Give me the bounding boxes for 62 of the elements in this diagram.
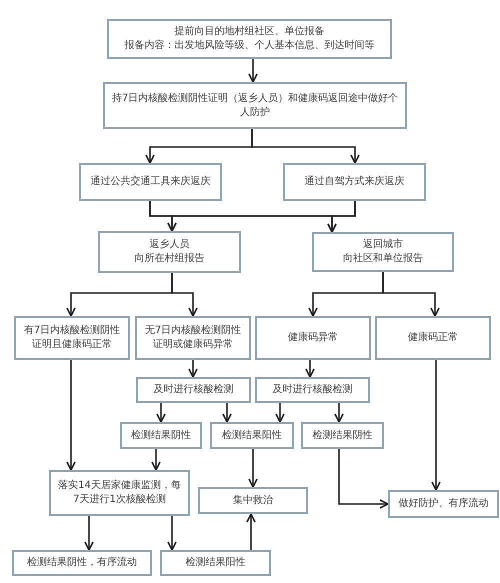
box-text: 及时进行核酸检测 [154,383,234,397]
arrow [248,59,258,83]
arrow [151,449,161,471]
arrow [334,403,344,423]
box-text: 落实14天居家健康监测，每7天进行1次核酸检测 [57,479,182,507]
arrow [66,360,76,471]
box-text: 返回城市 [363,238,403,252]
box-text: 通过公共交通工具来庆返庆 [90,175,210,189]
box-text: 返乡人员 [150,238,190,252]
box-text: 检测结果阴性，有序流动 [27,556,137,570]
box-text: 做好防护、有序流动 [398,497,488,511]
arrow [382,272,440,317]
arrow [171,273,198,317]
process-box [301,422,384,449]
arrow [305,360,315,378]
arrow [275,403,285,423]
arrow [188,360,198,378]
box-text: 检测结果阳性 [222,428,282,442]
arrow [327,201,356,233]
process-box [103,82,407,129]
box-text: 持7日内核酸检测阴性证明（返乡人员）和健康码返回途中做好个人防护 [110,92,400,120]
arrow [431,360,441,491]
box-text: 向社区和单位报告 [343,252,423,266]
process-box [98,231,241,273]
process-box [79,163,222,201]
process-box [12,550,152,576]
box-text: 健康码正常 [408,331,458,345]
process-box [14,316,130,360]
process-box [198,487,308,514]
arrow [84,516,94,551]
box-text: 检测结果阴性 [131,428,191,442]
arrow [251,129,360,164]
box-text: 报备内容：出发地风险等级、个人基本信息、到达时间等 [124,39,374,53]
process-box [120,422,202,449]
process-box [136,377,251,403]
process-box [255,316,371,360]
arrow [156,403,166,423]
process-box [255,377,370,403]
arrow [248,449,258,488]
arrow [338,449,389,509]
process-box [135,316,251,360]
process-box [107,19,392,59]
process-box [388,490,499,518]
box-text: 检测结果阳性 [186,556,246,570]
box-text: 检测结果阴性 [312,428,372,442]
process-box [160,550,271,576]
arrow [167,516,177,551]
arrow [246,513,256,550]
process-box [210,422,294,449]
process-box [283,163,426,201]
process-box [375,316,491,360]
box-text: 健康码异常 [288,331,338,345]
box-text: 通过自驾方式来庆返庆 [304,175,404,189]
process-box [312,232,454,272]
box-text: 向所在村组报告 [134,252,204,266]
box-text: 提前向目的地村组社区、单位报备 [174,25,324,39]
box-text: 及时进行核酸检测 [272,383,352,397]
box-text: 集中救治 [233,494,273,508]
arrow [222,403,232,423]
process-box [49,470,190,516]
box-text: 有7日内核酸检测阴性证明且健康码正常 [22,324,122,352]
box-text: 无7日内核酸检测阴性证明或健康码异常 [144,324,242,352]
